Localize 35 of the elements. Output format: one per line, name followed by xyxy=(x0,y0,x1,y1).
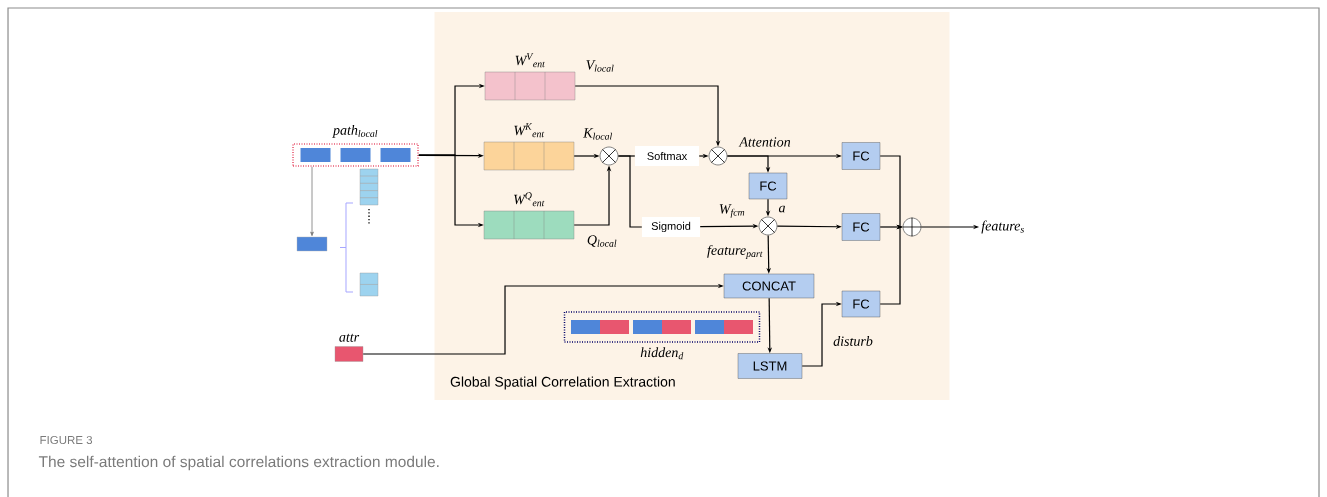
add-symbol xyxy=(902,217,922,237)
layer-box: FC xyxy=(748,172,788,200)
layer-box: CONCAT xyxy=(723,273,815,299)
weight-matrix: W$^{Q}$ent xyxy=(483,192,575,240)
node-label: W$^{K}$ent xyxy=(514,123,545,138)
activation-label: Sigmoid xyxy=(642,217,700,237)
node-label: W$^{V}$ent xyxy=(515,53,546,68)
node-label: attr xyxy=(339,333,360,342)
weight-matrix: W$^{K}$ent xyxy=(483,123,575,171)
edge-label: K$_{local}$ xyxy=(582,127,614,141)
multiply-symbol xyxy=(599,146,619,166)
edge-label: Q$_{local}$ xyxy=(585,234,619,248)
edge-label: V$_{local}$ xyxy=(584,59,616,73)
vector-cell xyxy=(296,236,328,252)
layer-box: FC xyxy=(841,213,881,241)
edge-label: a xyxy=(777,204,787,214)
layer-box: FC xyxy=(841,142,881,170)
layer-box: FC xyxy=(841,290,881,318)
node-label: W$^{Q}$ent xyxy=(514,192,545,207)
node-label: path$_{local}$ xyxy=(332,124,378,138)
attribute-vector: attr xyxy=(334,333,364,362)
vector-group: path$_{local}$ xyxy=(292,124,419,167)
caption: The self-attention of spatial correlations extraction module. xyxy=(38,455,439,471)
arrow xyxy=(310,166,314,237)
layer-box: LSTM xyxy=(737,353,803,379)
multiply-symbol xyxy=(708,146,728,166)
node-label: hidden$_{d}$ xyxy=(640,347,684,360)
activation-label: Softmax xyxy=(635,146,699,166)
multiply-symbol xyxy=(758,216,778,236)
edge-label: disturb xyxy=(832,335,874,347)
edge-label: Attention xyxy=(738,136,792,148)
edge-label: W$_{fcm}$ xyxy=(717,203,747,219)
figure-number: FIGURE 3 xyxy=(40,435,93,445)
weight-matrix: W$^{V}$ent xyxy=(484,53,576,101)
output-label: feature$_{s}$ xyxy=(981,220,1024,234)
